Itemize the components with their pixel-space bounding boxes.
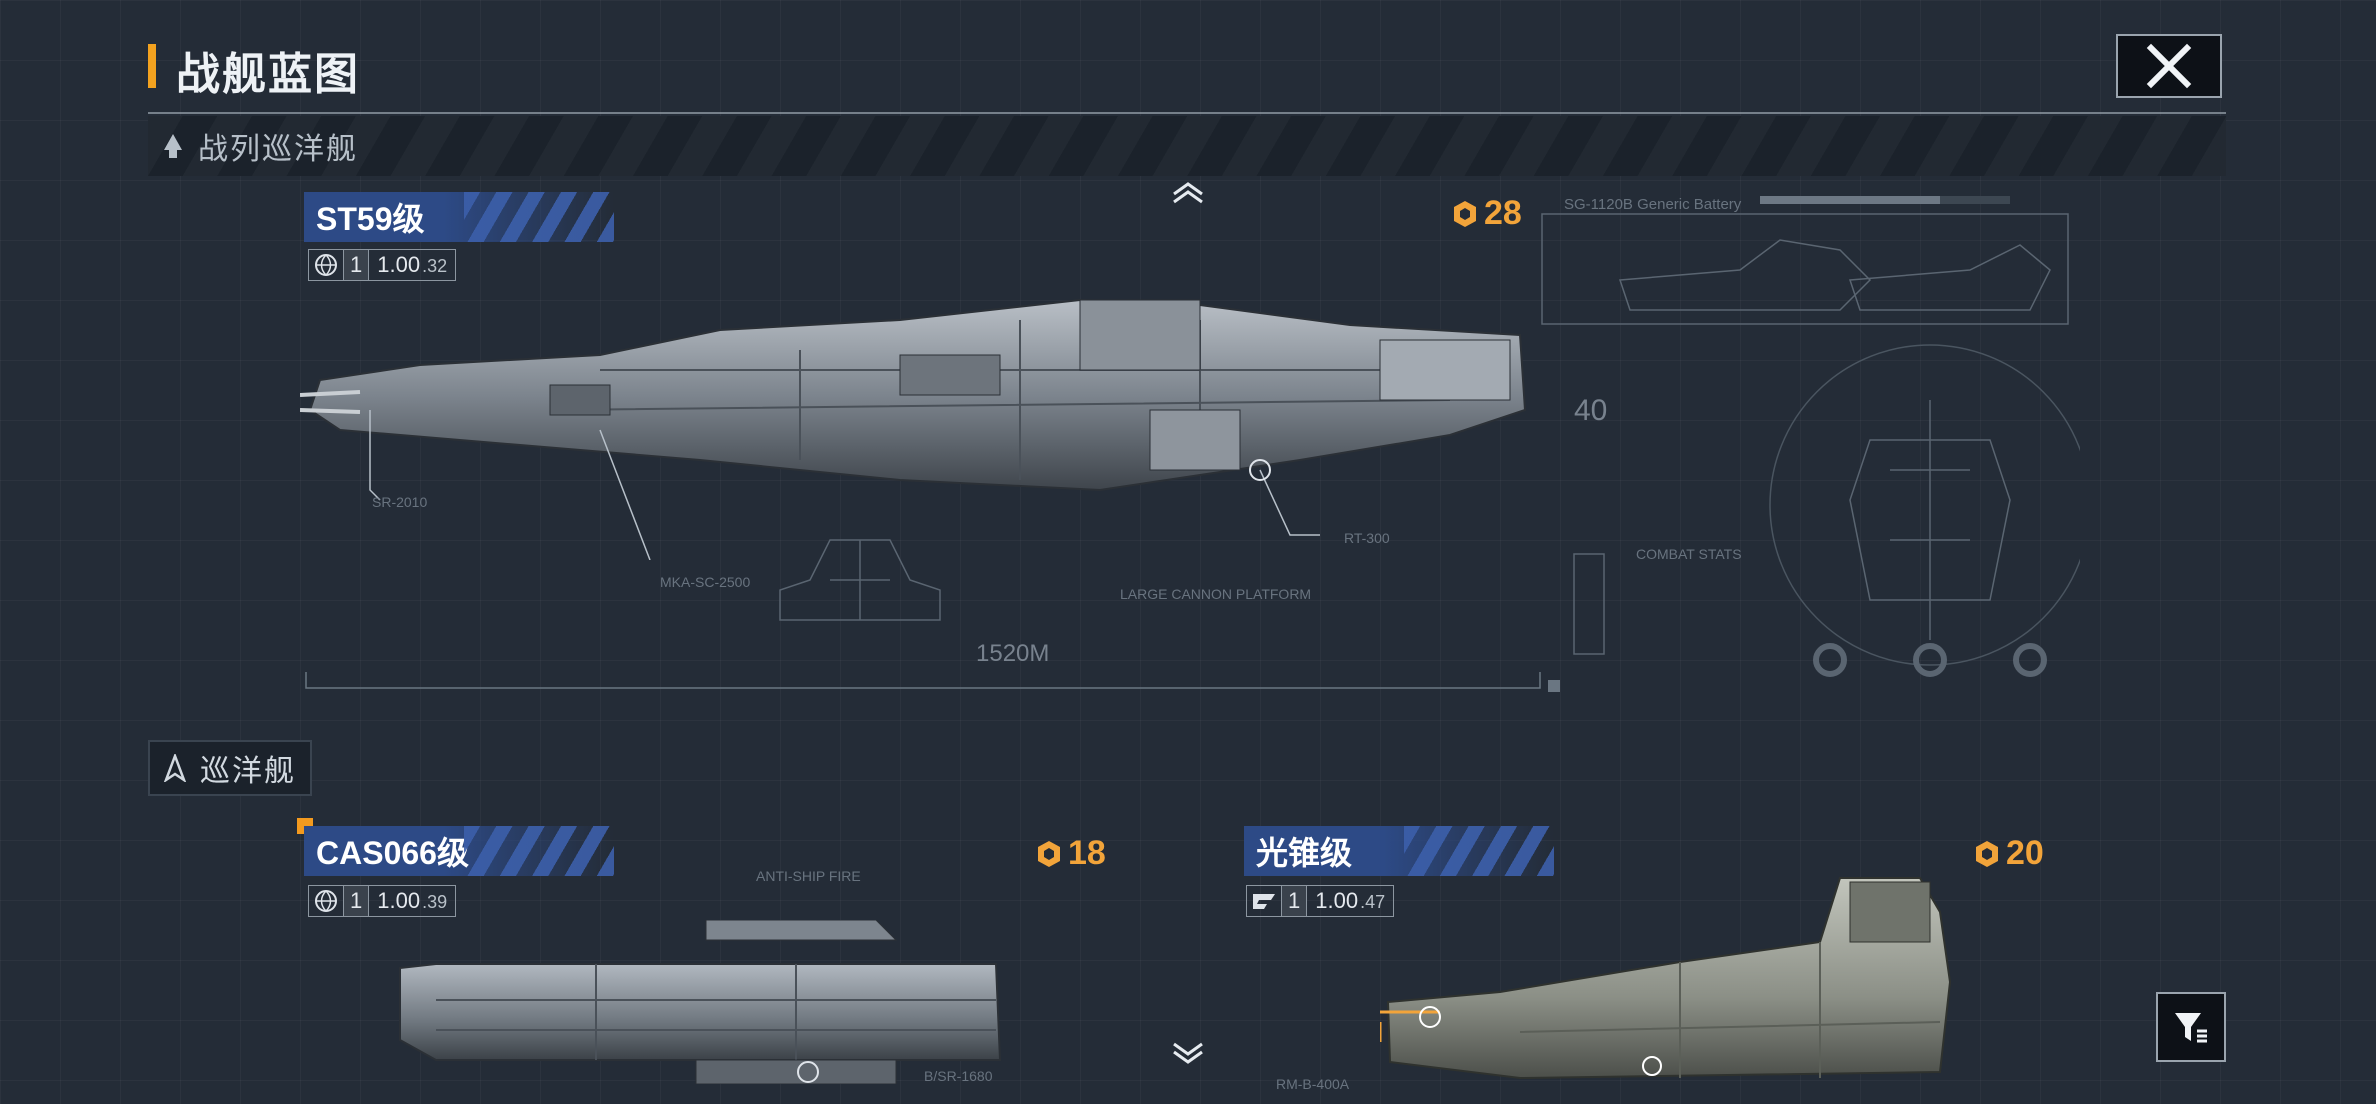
ship-length: 1520M (976, 640, 1050, 667)
title-accent-bar (148, 44, 156, 88)
title-divider (148, 112, 2226, 114)
scroll-down-icon[interactable] (1170, 1042, 1206, 1064)
cost-icon (1038, 840, 1060, 867)
scale-number: 40 (1574, 394, 1608, 427)
cost-icon (1454, 200, 1476, 227)
ship-card-light-cone[interactable]: 光锥级 (1244, 826, 1554, 876)
close-button[interactable] (2116, 34, 2222, 98)
section-label: 巡洋舰 (200, 755, 296, 788)
callout-label: B/SR-1680 (924, 1068, 993, 1084)
name-bar-stripes (1404, 826, 1554, 876)
ship-illustration-light-cone[interactable] (1380, 872, 1960, 1084)
ship-name: ST59级 (316, 201, 425, 237)
name-bar-stripes (464, 192, 614, 242)
cost-icon (1976, 840, 1998, 867)
ship-stat-value: 1.00 .32 (369, 252, 455, 278)
ship-card-cas066[interactable]: CAS066级 (304, 826, 614, 876)
section-header-cruiser: 巡洋舰 (148, 740, 312, 796)
ship-illustration-cas066[interactable] (396, 920, 1006, 1084)
cost-value: 28 (1484, 194, 1522, 232)
ship-card-st59[interactable]: ST59级 (304, 192, 614, 242)
stat-main: 1.00 (377, 888, 421, 913)
callout-label: RM-B-400A (1276, 1076, 1350, 1092)
ship-level: 1 (344, 250, 370, 280)
ship-name: CAS066级 (316, 835, 469, 871)
stat-main: 1.00 (377, 252, 421, 277)
front-view-schematic (779, 539, 941, 621)
filter-icon (2175, 1013, 2207, 1043)
radar-schematic (1769, 344, 2080, 677)
anti-ship-label: ANTI-SHIP FIRE (756, 868, 861, 884)
faction-logo-icon (1247, 886, 1282, 916)
globe-icon (309, 886, 344, 916)
ruler-marker (1548, 680, 1560, 692)
ship-meta: 1 1.00 .39 (308, 884, 457, 918)
cost-value: 18 (1068, 834, 1106, 872)
ship-name-bar: 光锥级 (1244, 826, 1554, 876)
ship-level: 1 (344, 886, 370, 916)
ship-stat-box: 1 1.00 .39 (308, 885, 457, 917)
callout-label: RT-300 (1344, 530, 1390, 546)
section-label: 战列巡洋舰 (198, 133, 358, 166)
combat-stats-label: COMBAT STATS (1636, 546, 1742, 562)
length-ruler (305, 672, 1541, 689)
filter-button[interactable] (2156, 992, 2226, 1062)
ship-level: 1 (1282, 886, 1308, 916)
stat-sub: .39 (422, 892, 448, 912)
ship-side-schematic (1573, 553, 1605, 655)
ship-class-icon (164, 134, 182, 158)
callout-label: MKA-SC-2500 (660, 574, 751, 590)
ship-class-icon (164, 754, 186, 782)
battery-label: SG-1120B Generic Battery (1564, 196, 1742, 213)
ship-name-bar: ST59级 (304, 192, 614, 242)
ship-cost: 28 (1450, 194, 1522, 233)
section-header-battlecruiser: 战列巡洋舰 (148, 116, 2226, 176)
ship-stat-box: 1 1.00 .47 (1246, 885, 1395, 917)
callout-label: SR-2010 (372, 494, 428, 510)
globe-icon (309, 250, 344, 280)
stat-sub: .47 (1360, 892, 1386, 912)
close-icon (2146, 43, 2192, 89)
ship-stat-value: 1.00 .39 (369, 888, 455, 914)
page-title: 战舰蓝图 (176, 50, 360, 99)
ship-cost: 18 (1034, 834, 1106, 873)
cannon-label: LARGE CANNON PLATFORM (1120, 586, 1312, 602)
ship-name: 光锥级 (1256, 835, 1353, 871)
blueprint-schematic (1541, 196, 2069, 325)
ship-meta: 1 1.00 .32 (308, 248, 457, 282)
stat-main: 1.00 (1315, 888, 1359, 913)
name-bar-stripes (464, 826, 614, 876)
ship-stat-box: 1 1.00 .32 (308, 249, 457, 281)
ship-name-bar: CAS066级 (304, 826, 614, 876)
stat-sub: .32 (422, 256, 448, 276)
ship-stat-value: 1.00 .47 (1307, 888, 1393, 914)
ship-illustration-st59[interactable] (300, 260, 1540, 560)
cost-value: 20 (2006, 834, 2044, 872)
scroll-up-icon[interactable] (1170, 182, 1206, 204)
ship-cost: 20 (1972, 834, 2044, 873)
ship-meta: 1 1.00 .47 (1246, 884, 1395, 918)
